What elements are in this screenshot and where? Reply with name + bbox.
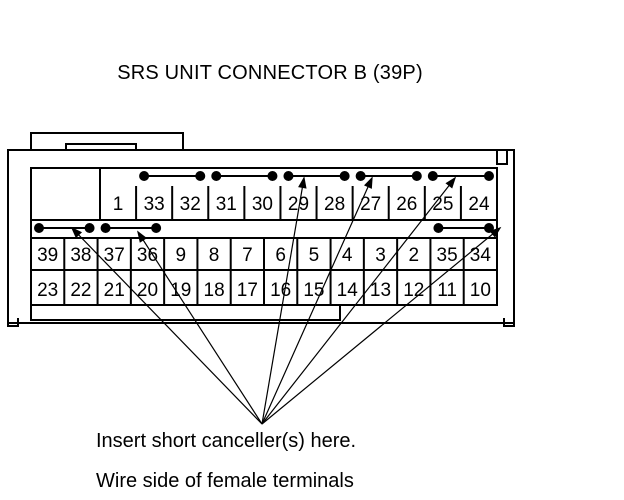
short-bar-contact: [433, 223, 444, 233]
housing-right-notch: [496, 150, 508, 165]
diagram-title: SRS UNIT CONNECTOR B (39P): [117, 62, 423, 84]
leader-line: [137, 231, 263, 425]
leader-line: [261, 177, 305, 425]
short-bar-contact: [267, 171, 278, 181]
leader-arrowhead: [137, 230, 148, 243]
row2-pin-label: 37: [104, 245, 125, 266]
short-bar-contact: [139, 171, 150, 181]
short-bar-contact: [34, 223, 44, 233]
row1-pin-label: 33: [144, 194, 165, 215]
leader-line: [261, 177, 456, 425]
leader-line: [261, 227, 501, 425]
short-bar-contact: [84, 223, 95, 233]
row1-pin-label: 27: [360, 194, 381, 215]
row2-pin-label: 7: [242, 245, 253, 266]
latch-slot: [65, 143, 137, 150]
row3-pin-label: 16: [270, 280, 291, 301]
short-bar-contact: [283, 171, 294, 181]
row2-pin-label: 3: [375, 245, 386, 266]
housing-left-flange: [7, 318, 19, 327]
row2-pin-label: 5: [309, 245, 320, 266]
row1-pin-label: 28: [324, 194, 345, 215]
row2-pin-label: 2: [408, 245, 419, 266]
bottom-lip: [30, 305, 341, 321]
row3-pin-label: 12: [403, 280, 424, 301]
leader-arrowhead: [364, 176, 373, 189]
row3-pin-label: 23: [37, 280, 58, 301]
short-bar-contact: [484, 223, 494, 233]
row3-pin-label: 20: [137, 280, 158, 301]
row2-pin-label: 34: [470, 245, 492, 266]
row2-pin-label: 9: [175, 245, 186, 266]
row3-pin-label: 18: [204, 280, 225, 301]
instruction-caption: Insert short canceller(s) here.: [96, 430, 357, 452]
row1-pin-label: 1: [113, 194, 124, 215]
leader-line: [71, 227, 263, 425]
short-bar-contact: [151, 223, 162, 233]
leader-arrowhead: [70, 226, 83, 239]
row3-pin-label: 22: [70, 280, 91, 301]
row1-pin-label: 26: [396, 194, 417, 215]
row1-pin-label: 25: [432, 194, 453, 215]
short-bar-contact: [484, 171, 494, 181]
short-bar-contact: [195, 171, 206, 181]
leader-arrowhead: [489, 226, 502, 238]
leader-arrowhead: [298, 176, 307, 189]
terminal-block-outline: [30, 167, 498, 306]
row1-pin-label: 24: [468, 194, 490, 215]
row3-pin-label: 14: [337, 280, 359, 301]
connector-latch: [30, 132, 184, 150]
row3-pin-label: 19: [170, 280, 191, 301]
row1-pin-label: 31: [216, 194, 237, 215]
view-note-caption: Wire side of female terminals: [96, 470, 354, 492]
row2-pin-label: 39: [37, 245, 58, 266]
row1-pin-label: 29: [288, 194, 309, 215]
short-bar-contact: [427, 171, 438, 181]
row2-pin-label: 38: [70, 245, 91, 266]
row2-pin-label: 35: [437, 245, 458, 266]
row2-pin-label: 4: [342, 245, 353, 266]
short-bar-contact: [355, 171, 366, 181]
row3-pin-label: 17: [237, 280, 258, 301]
leader-arrowhead: [445, 176, 457, 189]
leader-line: [261, 177, 373, 425]
row3-pin-label: 11: [437, 280, 457, 301]
row2-pin-label: 6: [275, 245, 286, 266]
row3-pin-label: 21: [104, 280, 125, 301]
short-bar-contact: [100, 223, 111, 233]
row1-pin-label: 32: [180, 194, 201, 215]
short-bar-contact: [211, 171, 222, 181]
short-bar-contact: [411, 171, 422, 181]
row2-pin-label: 36: [137, 245, 158, 266]
short-bar-contact: [339, 171, 350, 181]
row3-pin-label: 13: [370, 280, 391, 301]
row1-pin-label: 30: [252, 194, 273, 215]
row3-pin-label: 10: [470, 280, 491, 301]
row2-pin-label: 8: [209, 245, 220, 266]
housing-right-flange: [503, 318, 515, 327]
